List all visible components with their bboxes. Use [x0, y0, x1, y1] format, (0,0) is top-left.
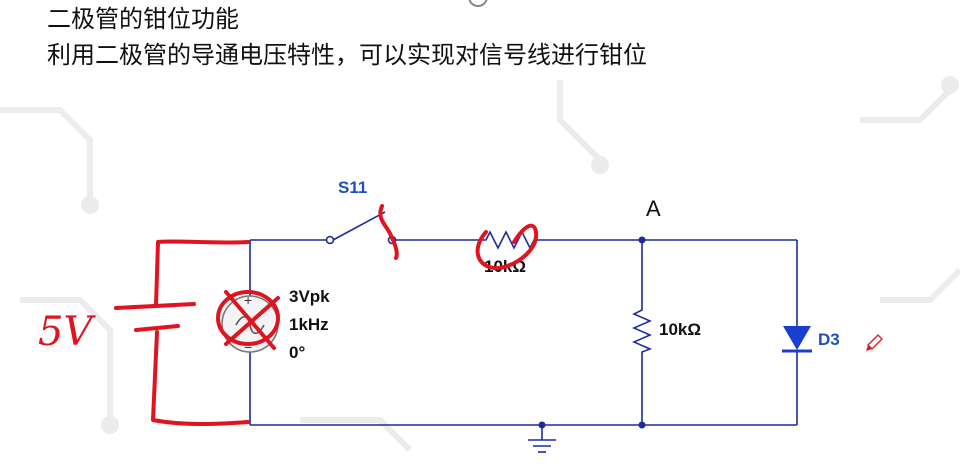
source-cross-line-a	[224, 290, 276, 350]
top-edge-circle	[468, 0, 488, 7]
source-cross-circle	[216, 290, 280, 346]
handwritten-voltage: 5V	[38, 309, 96, 355]
ground-junction-dot	[538, 421, 546, 429]
node-a-dot	[638, 236, 646, 244]
battery-bracket-bottom	[151, 330, 250, 426]
battery-bracket-top	[154, 239, 250, 307]
ground-icon	[528, 439, 556, 453]
wires	[249, 239, 798, 440]
pencil-cursor-icon	[866, 334, 883, 351]
battery-short-plate	[134, 324, 180, 332]
switch-label: S11	[338, 178, 367, 197]
diode-label: D3	[818, 330, 840, 349]
resistor-scribble	[475, 223, 539, 271]
switch-scribble	[378, 204, 399, 260]
slide-subtitle: 利用二极管的导通电压特性，可以实现对信号线进行钳位	[47, 41, 647, 69]
slide-title: 二极管的钳位功能	[47, 5, 239, 33]
source-phase: 0°	[289, 343, 305, 362]
series-resistor	[478, 230, 540, 250]
source-cross-line-b	[224, 296, 280, 346]
source-plus-sign: +	[244, 292, 252, 308]
battery-long-plate	[114, 302, 196, 310]
node-a-label: A	[646, 196, 661, 221]
source-minus-sign: −	[244, 339, 252, 355]
source-frequency: 1kHz	[289, 315, 329, 334]
shunt-bottom-dot	[638, 421, 646, 429]
red-annotations	[114, 204, 539, 426]
shunt-resistor-label: 10kΩ	[659, 320, 701, 339]
shunt-resistor	[632, 305, 653, 355]
diode-d3	[782, 326, 812, 353]
source-amplitude: 3Vpk	[289, 287, 330, 306]
